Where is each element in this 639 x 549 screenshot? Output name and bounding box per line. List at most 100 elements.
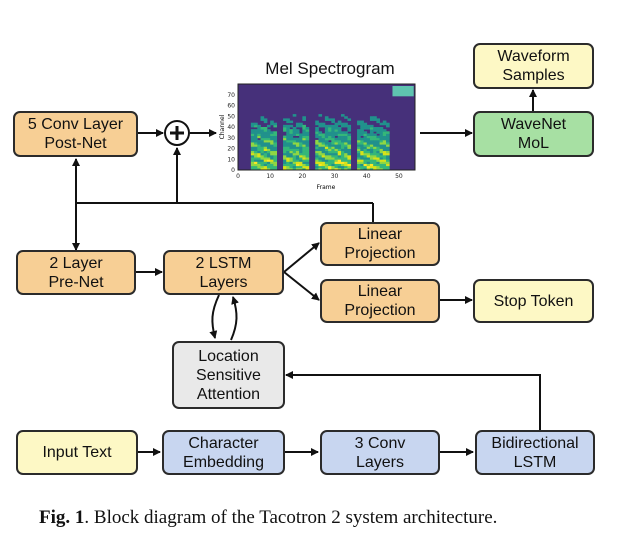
- spectrogram-cell: [263, 129, 268, 132]
- spectrogram-cell: [250, 167, 255, 171]
- spectrogram-cell: [328, 157, 332, 160]
- arrow-lstm-to-attention: [209, 294, 220, 339]
- spectrogram-cell: [299, 150, 303, 154]
- spectrogram-cell: [305, 152, 310, 156]
- spectrogram-cell: [340, 159, 345, 162]
- spectrogram-cell: [382, 144, 387, 147]
- spectrogram-cell: [369, 129, 374, 132]
- spectrogram-cell: [324, 135, 329, 139]
- spectrogram-cell: [254, 165, 258, 169]
- spectrogram-cell: [321, 124, 326, 128]
- spectrogram-cell: [328, 131, 332, 134]
- spectrogram-cell: [295, 165, 300, 169]
- spectrogram-xtick-label: 20: [299, 173, 307, 180]
- spectrogram-cell: [324, 148, 329, 152]
- spectrogram-cell: [266, 163, 271, 167]
- spectrogram-cell: [295, 154, 300, 158]
- spectrogram-cell: [331, 118, 335, 121]
- spectrogram-cell: [334, 133, 339, 136]
- spectrogram-cell: [266, 167, 271, 171]
- spectrogram-cell: [273, 150, 278, 154]
- spectrogram-cell: [299, 167, 303, 171]
- spectrogram-cell: [266, 152, 271, 156]
- spectrogram-cell: [386, 124, 390, 128]
- adder-node: [164, 120, 190, 146]
- spectrogram-cell: [379, 163, 384, 167]
- spectrogram-cell: [347, 137, 352, 141]
- spectrogram-cell: [321, 163, 326, 167]
- spectrogram-cell: [382, 152, 387, 156]
- spectrogram-cell: [302, 165, 306, 169]
- spectrogram-cell: [382, 157, 387, 160]
- spectrogram-cell: [379, 167, 384, 171]
- spectrogram-cell: [328, 148, 332, 152]
- spectrogram-cell: [250, 152, 255, 156]
- spectrogram-cell: [382, 142, 387, 145]
- arrow-attention-to-lstm: [230, 296, 239, 341]
- spectrogram-cell: [286, 142, 290, 145]
- spectrogram-cell: [283, 127, 287, 130]
- spectrogram-cell: [373, 142, 377, 145]
- spectrogram-cell: [366, 124, 371, 128]
- spectrogram-cell: [382, 135, 387, 139]
- spectrogram-cell: [382, 165, 387, 169]
- spectrogram-cell: [340, 165, 345, 169]
- spectrogram-cell: [369, 131, 374, 134]
- spectrogram-cell: [347, 139, 352, 143]
- spectrogram-cell: [360, 146, 364, 149]
- spectrogram-cell: [250, 148, 255, 152]
- spectrogram-cell: [260, 152, 265, 156]
- spectrogram-cell: [283, 152, 287, 156]
- spectrogram-cell: [292, 157, 297, 160]
- spectrogram-cell: [328, 152, 332, 156]
- spectrogram-cell: [305, 142, 310, 145]
- spectrogram-cell: [369, 137, 374, 141]
- spectrogram-cell: [270, 133, 274, 136]
- spectrogram-cell: [324, 144, 329, 147]
- spectrogram-cell: [299, 148, 303, 152]
- spectrogram-cell: [363, 154, 368, 158]
- spectrogram-cell: [289, 163, 294, 167]
- spectrogram-cell: [305, 135, 310, 139]
- spectrogram-cell: [344, 116, 348, 119]
- spectrogram-cell: [270, 139, 274, 143]
- spectrogram-cell: [318, 161, 323, 164]
- spectrogram-cell: [369, 124, 374, 128]
- spectrogram-cell: [292, 150, 297, 154]
- spectrogram-cell: [289, 159, 294, 162]
- spectrogram-cell: [331, 150, 335, 154]
- spectrogram-cell: [250, 154, 255, 158]
- spectrogram-cell: [334, 157, 339, 160]
- spectrogram-cell: [334, 146, 339, 149]
- spectrogram-cell: [263, 142, 268, 145]
- arrow-lstm-to-linear1: [283, 242, 320, 273]
- spectrogram-cell: [257, 139, 261, 143]
- spectrogram-cell: [379, 148, 384, 152]
- spectrogram-cell: [295, 133, 300, 136]
- spectrogram-cell: [292, 154, 297, 158]
- spectrogram-cell: [376, 127, 380, 130]
- spectrogram-cell: [360, 150, 364, 154]
- spectrogram-cell: [292, 131, 297, 134]
- spectrogram-cell: [334, 167, 339, 171]
- spectrogram-cell: [302, 142, 306, 145]
- spectrogram-cell: [373, 165, 377, 169]
- spectrogram-cell: [369, 150, 374, 154]
- spectrogram-cell: [270, 148, 274, 152]
- spectrogram-cell: [254, 150, 258, 154]
- spectrogram-cell: [337, 127, 342, 130]
- spectrogram-cell: [347, 133, 352, 136]
- spectrogram-ytick-label: 40: [227, 124, 235, 131]
- spectrogram-cell: [369, 152, 374, 156]
- spectrogram-cell: [337, 163, 342, 167]
- spectrogram-ytick-label: 20: [227, 146, 235, 153]
- spectrogram-cell: [366, 135, 371, 139]
- spectrogram-cell: [305, 127, 310, 130]
- spectrogram-cell: [360, 144, 364, 147]
- spectrogram-cell: [302, 148, 306, 152]
- spectrogram-cell: [386, 144, 390, 147]
- spectrogram-cell: [379, 139, 384, 143]
- spectrogram-cell: [283, 159, 287, 162]
- spectrogram-cell: [305, 167, 310, 171]
- spectrogram-cell: [260, 154, 265, 158]
